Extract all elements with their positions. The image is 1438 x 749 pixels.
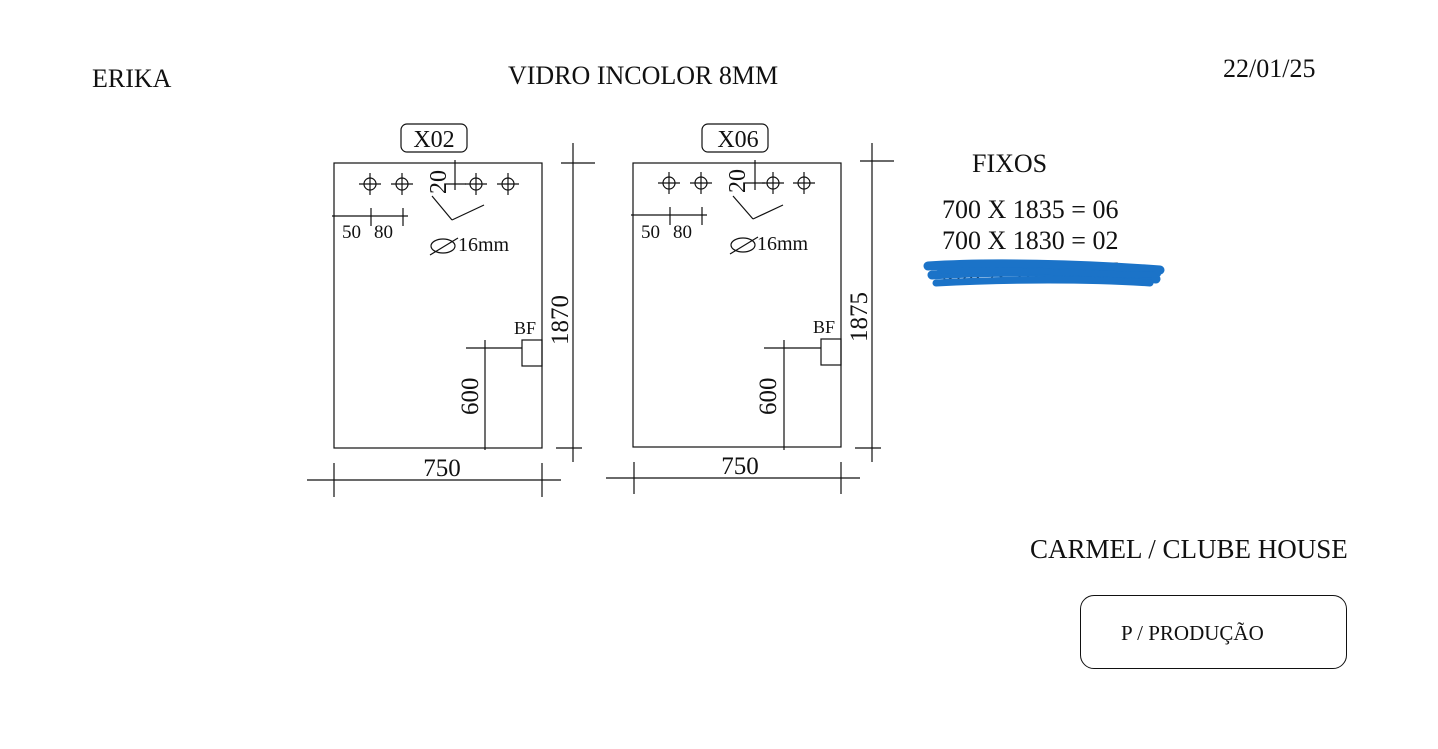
lock-label: BF	[813, 317, 835, 337]
hole-markers	[359, 173, 519, 195]
hole-spacing-1-label: 50	[641, 222, 660, 243]
top-offset-label: 20	[725, 169, 751, 193]
hole-diameter-label: 16mm	[458, 234, 510, 256]
panel-code-badge	[400, 123, 468, 153]
glass-panel-outline	[333, 162, 543, 449]
top-offset-label: 20	[426, 170, 452, 194]
panel-x06	[606, 123, 894, 494]
fixos-item: 700 X 1830 = 02	[942, 226, 1119, 255]
fixos-title: FIXOS	[972, 149, 1048, 178]
panel-code: X06	[717, 127, 758, 153]
project-name: CARMEL / CLUBE HOUSE	[1030, 534, 1348, 564]
fixos-item-struck: 900 X 1870 = 07	[942, 257, 1119, 286]
hole-spacing-2-label: 80	[374, 222, 393, 243]
panel-x02-labels: X02 20 50 80 16mm BF 600 1870 750	[342, 127, 574, 482]
fixos-item: 700 X 1835 = 06	[942, 195, 1119, 224]
panel-x02	[307, 123, 595, 497]
lock-label: BF	[514, 318, 536, 338]
panel-code: X02	[413, 127, 454, 153]
lock-height-label: 600	[755, 378, 782, 416]
panel-height-label: 1875	[846, 292, 873, 342]
production-stamp-text: P / PRODUÇÃO	[1121, 621, 1264, 645]
lock-cutout	[521, 339, 543, 367]
hole-spacing-2-label: 80	[673, 222, 692, 243]
production-stamp: P / PRODUÇÃO	[1080, 595, 1347, 669]
lock-cutout	[820, 338, 842, 366]
drawing-date: 22/01/25	[1223, 54, 1316, 83]
panel-width-label: 750	[721, 453, 759, 480]
material-title: VIDRO INCOLOR 8MM	[508, 61, 779, 90]
panel-code-badge	[701, 123, 769, 153]
panel-x06-labels: X06 20 50 80 16mm BF 600 1875 750	[641, 127, 873, 480]
panel-height-label: 1870	[547, 295, 574, 345]
glass-panel-outline	[632, 162, 842, 448]
hole-spacing-1-label: 50	[342, 222, 361, 243]
hole-diameter-label: 16mm	[757, 233, 809, 255]
client-name: ERIKA	[92, 64, 172, 93]
hole-markers	[658, 172, 815, 194]
lock-height-label: 600	[457, 378, 484, 416]
panel-width-label: 750	[423, 455, 461, 482]
